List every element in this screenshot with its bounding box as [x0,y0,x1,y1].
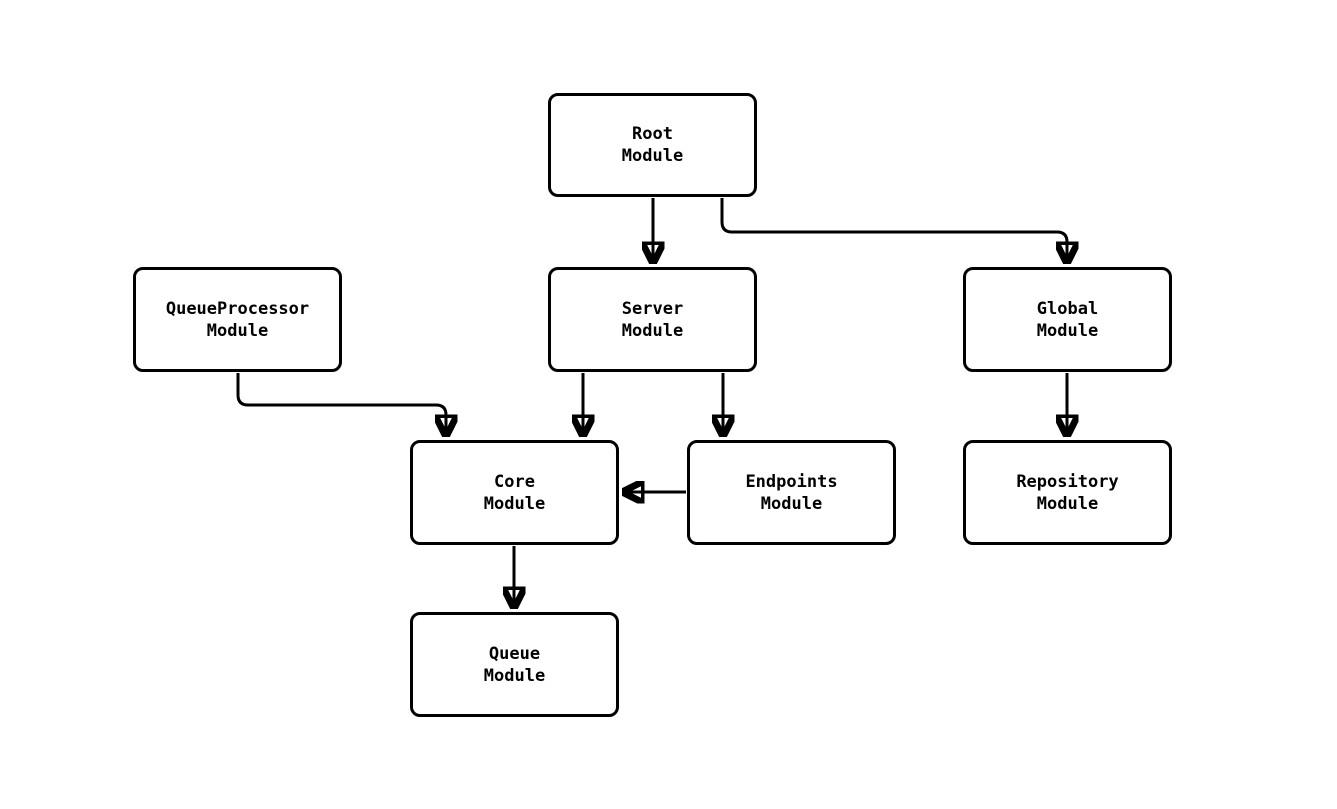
node-core-module: Core Module [410,440,619,545]
node-label-line2: Module [760,493,823,514]
node-queueprocessor-module: QueueProcessor Module [133,267,342,372]
node-endpoints-module: Endpoints Module [687,440,896,545]
edge-root-module-to-global-module [720,198,1067,263]
node-root-module: Root Module [548,93,757,197]
node-queue-module: Queue Module [410,612,619,717]
node-repository-module: Repository Module [963,440,1172,545]
node-label-line1: Endpoints [745,471,838,492]
node-label-line1: QueueProcessor [165,298,310,319]
node-label-line2: Module [621,320,684,341]
node-label-line2: Module [483,493,546,514]
node-label-line1: Core [494,471,535,492]
node-global-module: Global Module [963,267,1172,372]
node-label-line1: Queue [488,643,541,664]
node-server-module: Server Module [548,267,757,372]
node-label-line2: Module [206,320,269,341]
node-label-line1: Global [1036,298,1099,319]
node-label-line1: Server [621,298,684,319]
node-label-line2: Module [1036,320,1099,341]
node-label-line2: Module [1036,493,1099,514]
node-label-line1: Root [632,124,673,144]
edge-queueprocessor-module-to-core-module [236,373,446,436]
node-label-line2: Module [621,146,684,166]
node-label-line1: Repository [1016,471,1119,492]
node-label-line2: Module [483,665,546,686]
